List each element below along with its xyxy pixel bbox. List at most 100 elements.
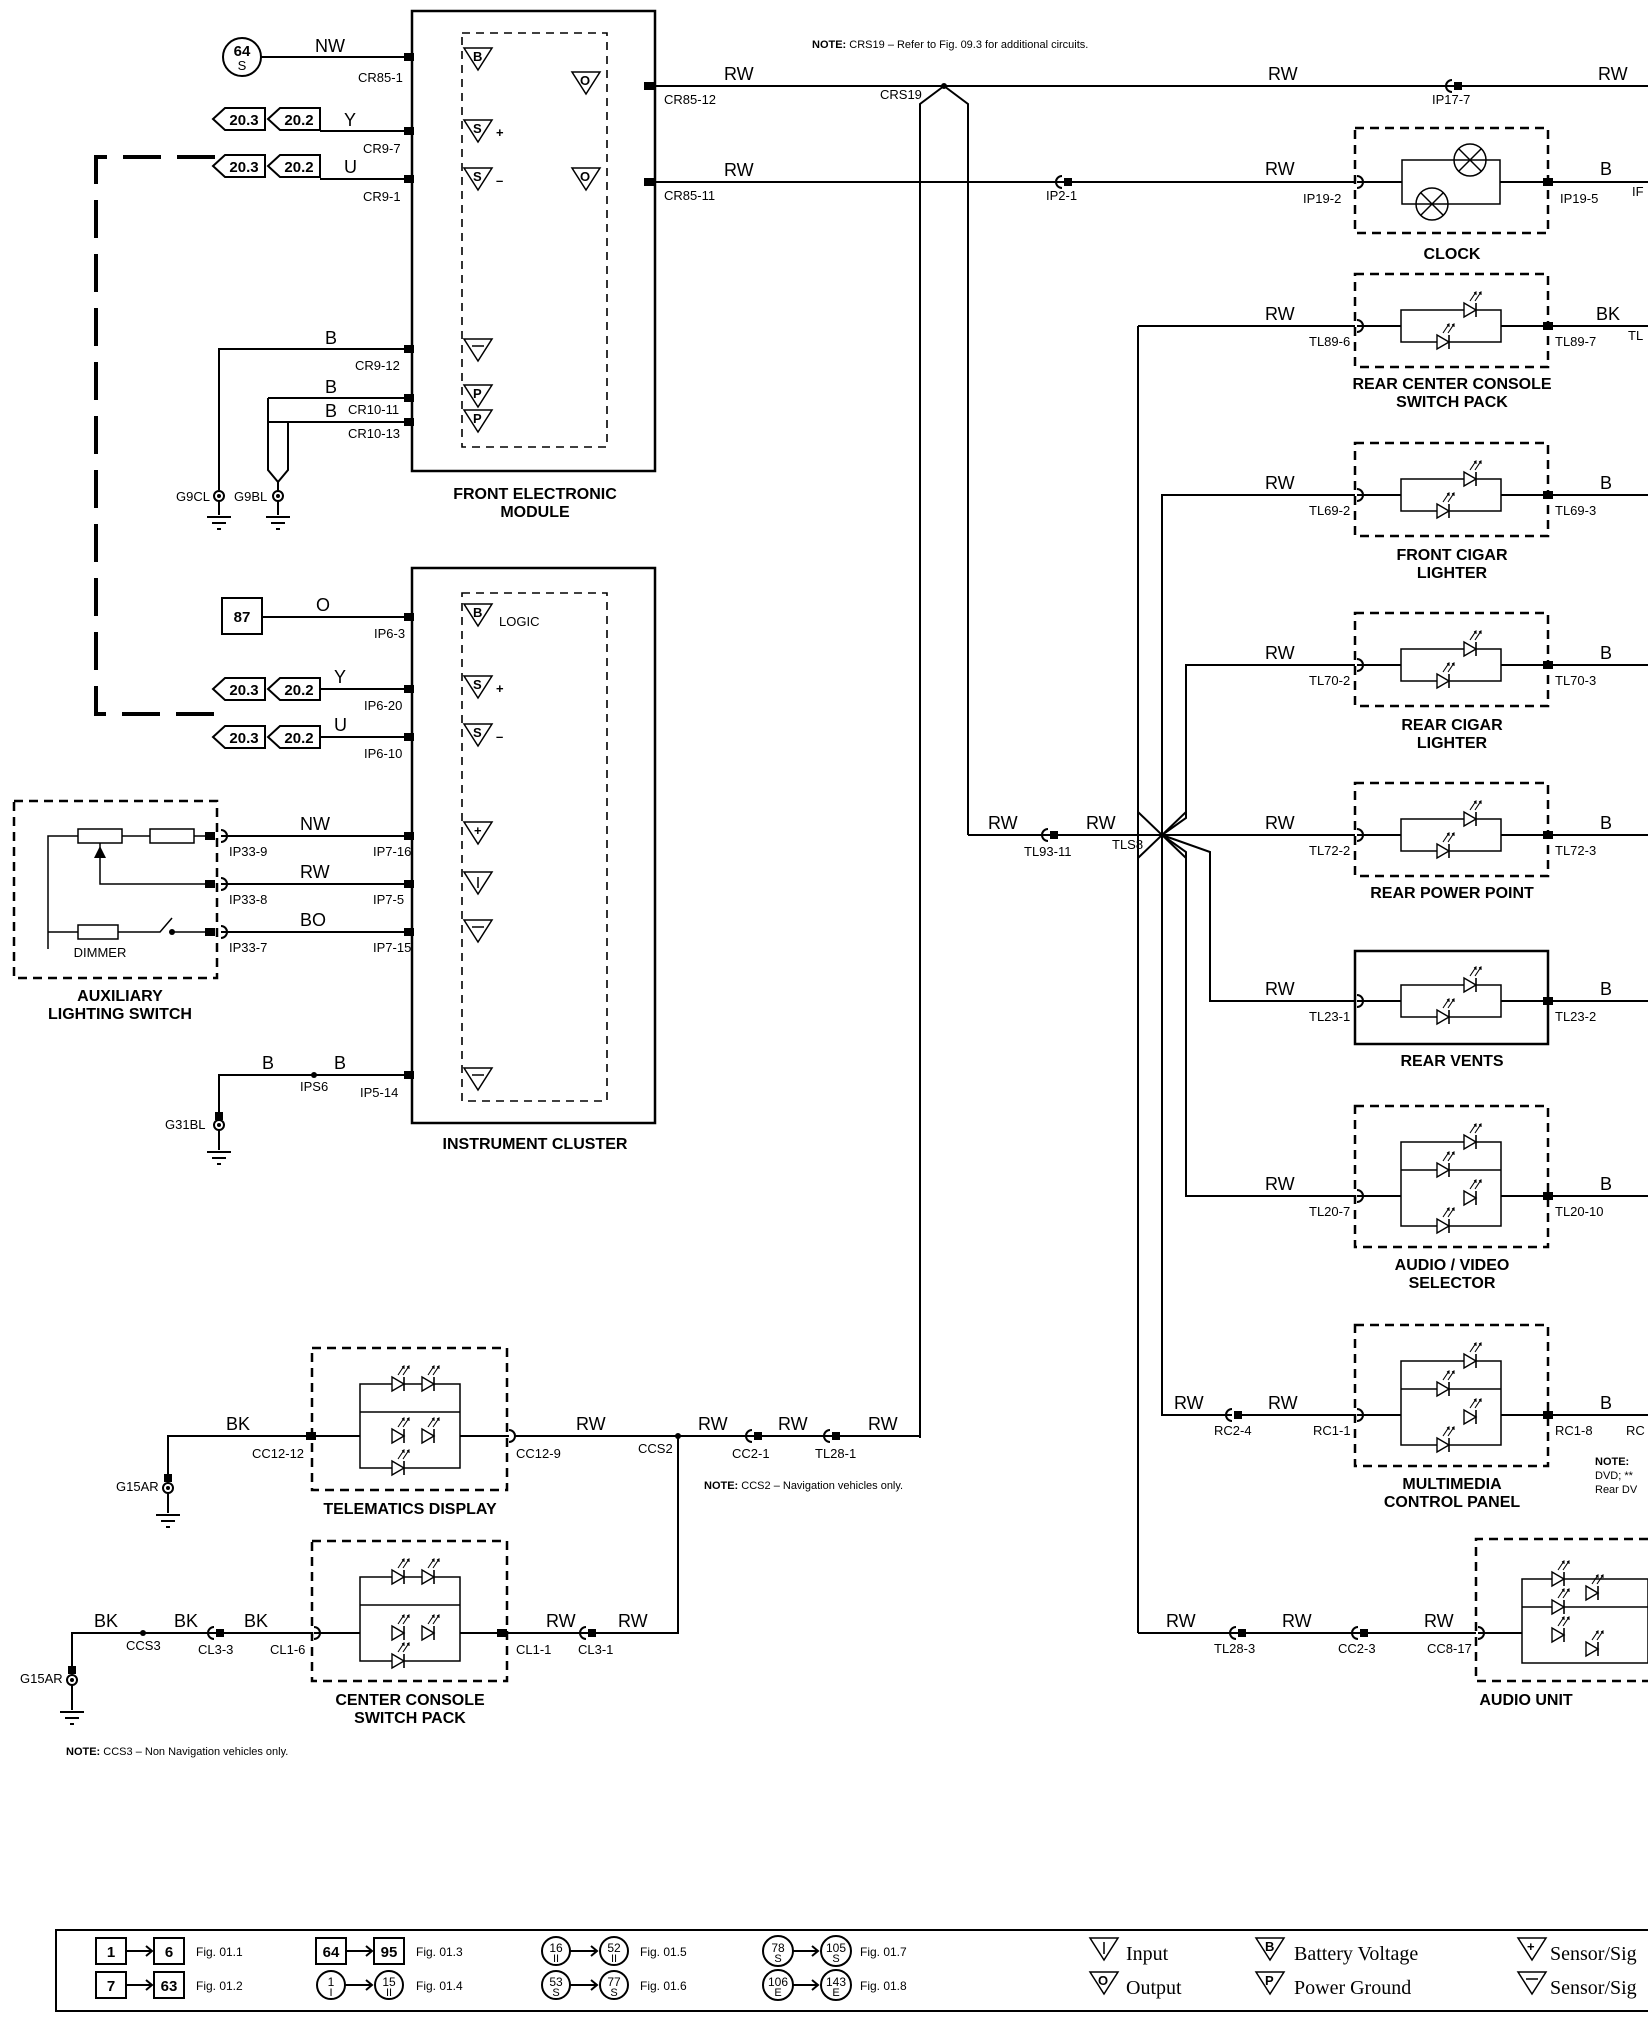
svg-text:20.3: 20.3 (229, 159, 258, 176)
note-ccs3: NOTE: CCS3 – Non Navigation vehicles onl… (66, 1746, 288, 1758)
svg-text:Fig. 01.3: Fig. 01.3 (416, 1945, 463, 1959)
svg-text:Sensor/Sig: Sensor/Sig (1550, 1943, 1637, 1965)
audio-unit: AUDIO UNIT (1474, 1537, 1648, 1709)
svg-text:CC2-1: CC2-1 (732, 1446, 770, 1461)
svg-text:CCS2: CCS2 (638, 1441, 673, 1456)
svg-text:CC12-9: CC12-9 (516, 1446, 561, 1461)
svg-text:CENTER CONSOLE: CENTER CONSOLE (335, 1692, 485, 1709)
svg-text:SELECTOR: SELECTOR (1409, 1275, 1496, 1292)
svg-text:1: 1 (107, 1944, 115, 1961)
svg-text:RW: RW (1265, 813, 1295, 833)
power-symbol: P (473, 411, 482, 426)
svg-text:S: S (832, 1953, 839, 1965)
svg-text:NW: NW (300, 814, 330, 834)
ref-tags-fem: 20.3 20.2 20.3 20.2 (211, 107, 321, 178)
svg-text:B: B (1600, 1393, 1612, 1413)
svg-text:20.3: 20.3 (229, 682, 258, 699)
note-crs19: NOTE: CRS19 – Refer to Fig. 09.3 for add… (812, 39, 1088, 51)
legend-battery-voltage: B Battery Voltage (1255, 1937, 1418, 1965)
svg-text:RW: RW (724, 64, 754, 84)
svg-text:TL70-2: TL70-2 (1309, 673, 1350, 688)
svg-text:RW: RW (1174, 1393, 1204, 1413)
svg-text:G15AR: G15AR (116, 1479, 159, 1494)
svg-text:B: B (262, 1053, 274, 1073)
svg-text:TL20-10: TL20-10 (1555, 1204, 1603, 1219)
svg-text:TL89-6: TL89-6 (1309, 334, 1350, 349)
svg-text:AUDIO / VIDEO: AUDIO / VIDEO (1395, 1257, 1510, 1274)
telematics-display: TELEMATICS DISPLAY (306, 1346, 516, 1518)
svg-text:CR10-13: CR10-13 (348, 426, 400, 441)
sensor-symbol: S (473, 121, 482, 136)
svg-text:IP19-2: IP19-2 (1303, 191, 1341, 206)
svg-text:RW: RW (724, 160, 754, 180)
legend-ref-7-63: 7 63 Fig. 01.2 (95, 1971, 243, 1999)
front-cigar-lighter: FRONT CIGAR LIGHTER (1353, 441, 1553, 582)
svg-text:Fig. 01.4: Fig. 01.4 (416, 1979, 463, 1993)
svg-text:RW: RW (1268, 1393, 1298, 1413)
svg-text:SWITCH PACK: SWITCH PACK (354, 1710, 466, 1727)
svg-text:RC1-1: RC1-1 (1313, 1423, 1351, 1438)
svg-text:RW: RW (1265, 1174, 1295, 1194)
front-electronic-module-label-2: MODULE (500, 504, 570, 521)
svg-text:FRONT CIGAR: FRONT CIGAR (1396, 547, 1508, 564)
svg-text:Power Ground: Power Ground (1294, 1977, 1411, 1999)
svg-text:TL72-2: TL72-2 (1309, 843, 1350, 858)
svg-text:RW: RW (576, 1414, 606, 1434)
note-right-partial: NOTE: (1595, 1456, 1629, 1468)
rear-center-console-switch-pack: REAR CENTER CONSOLE SWITCH PACK (1352, 272, 1553, 411)
legend-output: O Output (1089, 1971, 1182, 1999)
svg-text:20.3: 20.3 (229, 730, 258, 747)
svg-text:G9BL: G9BL (234, 489, 267, 504)
svg-text:87: 87 (234, 609, 251, 626)
svg-text:IP6-20: IP6-20 (364, 698, 402, 713)
svg-text:CR85-1: CR85-1 (358, 70, 403, 85)
ref-tags-cluster: 20.3 20.2 20.3 20.2 (211, 677, 321, 749)
legend-ref-53-77: 53S 77S Fig. 01.6 (541, 1970, 687, 2000)
svg-text:MULTIMEDIA: MULTIMEDIA (1402, 1476, 1502, 1493)
svg-text:TELEMATICS DISPLAY: TELEMATICS DISPLAY (323, 1501, 497, 1518)
svg-text:Output: Output (1126, 1977, 1182, 1999)
svg-text:CC2-3: CC2-3 (1338, 1641, 1376, 1656)
svg-text:CRS19: CRS19 (880, 87, 922, 102)
minus-symbol: – (496, 173, 503, 188)
svg-text:AUDIO UNIT: AUDIO UNIT (1479, 1692, 1573, 1709)
svg-text:20.3: 20.3 (229, 112, 258, 129)
svg-text:IP7-15: IP7-15 (373, 940, 411, 955)
ref-64: 64 S (222, 37, 262, 77)
svg-text:CONTROL PANEL: CONTROL PANEL (1384, 1494, 1521, 1511)
svg-text:CL1-6: CL1-6 (270, 1642, 305, 1657)
svg-text:105: 105 (826, 1941, 846, 1955)
svg-text:RW: RW (698, 1414, 728, 1434)
svg-text:LIGHTING SWITCH: LIGHTING SWITCH (48, 1006, 192, 1023)
svg-text:B: B (1600, 1174, 1612, 1194)
svg-text:G31BL: G31BL (165, 1117, 205, 1132)
svg-text:RW: RW (988, 813, 1018, 833)
svg-text:IP2-1: IP2-1 (1046, 188, 1077, 203)
svg-text:REAR CIGAR: REAR CIGAR (1401, 717, 1503, 734)
svg-text:64: 64 (234, 43, 251, 60)
svg-text:TL20-7: TL20-7 (1309, 1204, 1350, 1219)
svg-text:B: B (325, 328, 337, 348)
audio-video-selector: AUDIO / VIDEO SELECTOR (1353, 1104, 1553, 1292)
svg-text:RW: RW (1424, 1611, 1454, 1631)
auxiliary-lighting-switch: DIMMER AUXILIARY LIGHTING SWITCH (12, 799, 219, 1023)
rear-power-point: REAR POWER POINT (1353, 781, 1553, 902)
svg-text:O: O (316, 595, 330, 615)
svg-text:LIGHTER: LIGHTER (1417, 565, 1488, 582)
svg-text:B: B (1600, 643, 1612, 663)
svg-text:TL70-3: TL70-3 (1555, 673, 1596, 688)
rear-vents: REAR VENTS (1353, 949, 1553, 1070)
svg-text:IP7-5: IP7-5 (373, 892, 404, 907)
svg-text:IP6-10: IP6-10 (364, 746, 402, 761)
svg-text:E: E (774, 1987, 781, 1999)
svg-text:143: 143 (826, 1975, 846, 1989)
svg-text:53: 53 (549, 1975, 563, 1989)
svg-text:U: U (344, 157, 357, 177)
svg-text:IP7-16: IP7-16 (373, 844, 411, 859)
svg-text:TL69-2: TL69-2 (1309, 503, 1350, 518)
svg-text:B: B (1265, 1939, 1274, 1954)
svg-text:6: 6 (165, 1944, 173, 1961)
svg-text:IPS6: IPS6 (300, 1079, 328, 1094)
